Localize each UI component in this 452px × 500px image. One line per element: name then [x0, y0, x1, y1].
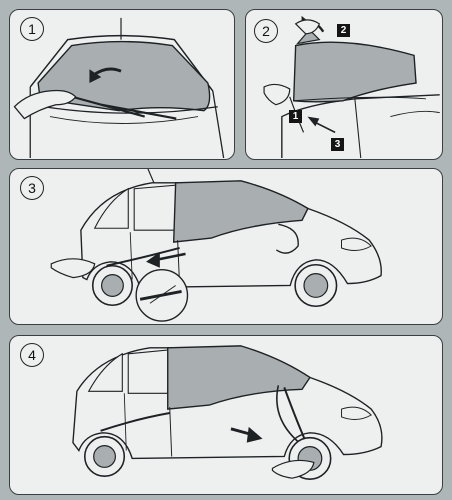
- step-number: 3: [20, 176, 44, 200]
- step-4-illustration: [72, 345, 383, 480]
- step-1-panel: 1: [9, 9, 235, 160]
- windshield-cover: [37, 40, 211, 112]
- hand-top: [294, 19, 321, 35]
- step-number: 2: [254, 19, 278, 43]
- windshield-cover: [167, 345, 311, 410]
- marker-2: 2: [337, 24, 350, 37]
- step-2-panel: 2 2 1 3: [245, 9, 443, 160]
- hand: [13, 89, 77, 120]
- hand: [271, 459, 315, 479]
- step-2-illustration: [263, 15, 440, 159]
- step-3-panel: 3: [9, 168, 443, 325]
- windshield-cover: [292, 41, 417, 103]
- direction-arrow: [246, 426, 263, 443]
- marker-3: 3: [331, 138, 344, 151]
- step-number: 1: [20, 17, 44, 41]
- step-3-illustration: [50, 169, 382, 322]
- step-1-illustration: [13, 17, 225, 159]
- hand: [50, 258, 96, 279]
- wiper-right: [101, 103, 177, 120]
- step-4-panel: 4: [9, 335, 443, 495]
- direction-arrow: [146, 251, 160, 268]
- marker-1: 1: [289, 110, 302, 123]
- step-number: 4: [20, 343, 44, 367]
- hand-bottom: [263, 83, 291, 106]
- windshield-cover: [172, 180, 309, 243]
